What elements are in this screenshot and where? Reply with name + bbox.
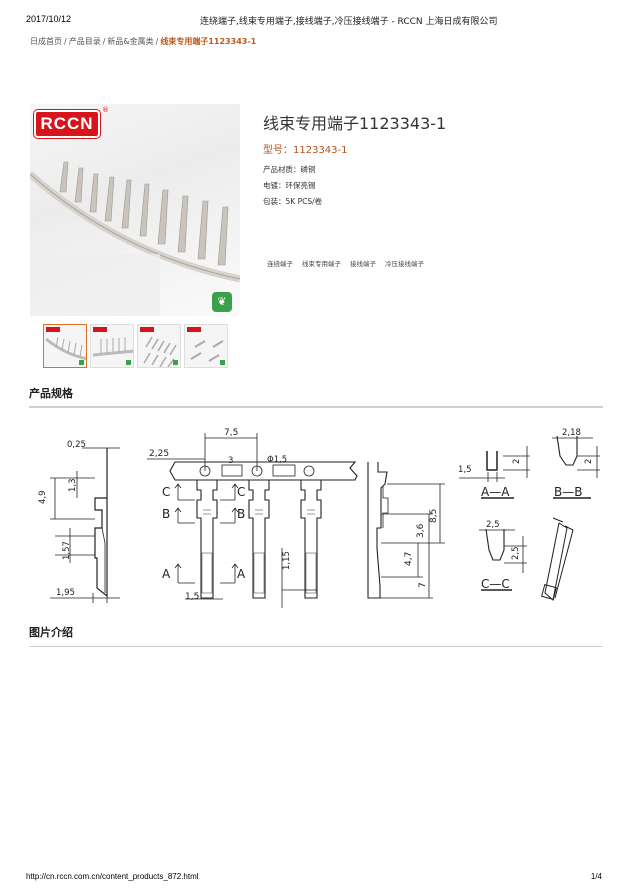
thumbnail-image (190, 340, 224, 362)
leaf-icon (79, 360, 84, 365)
technical-drawing: 0,25 4,9 1,3 1,57 1,95 (38, 428, 600, 608)
section-divider (29, 646, 603, 647)
attr-packaging: 包装：5K PCS/卷 (263, 196, 322, 207)
tag-link[interactable]: 冷压接线端子 (385, 260, 424, 268)
thumbnail-2[interactable] (90, 324, 134, 368)
side-view-right (367, 462, 445, 599)
thumbnail-image (92, 337, 133, 357)
breadcrumb: 日成首页/产品目录/新品&金属类/线束专用端子1123343-1 (30, 36, 256, 47)
rccn-logo (93, 327, 107, 332)
product-title: 线束专用端子1123343-1 (263, 114, 447, 133)
breadcrumb-separator: / (102, 37, 106, 46)
attr-label: 包装： (263, 197, 286, 206)
document-title: 连绕端子,线束专用端子,接线端子,冷压接线端子 - RCCN 上海日成有限公司 (200, 17, 498, 27)
thumbnail-image (143, 336, 177, 367)
page-number: 1/4 (590, 872, 602, 881)
svg-text:A: A (237, 567, 246, 581)
svg-text:4,7: 4,7 (404, 552, 414, 566)
breadcrumb-home[interactable]: 日成首页 (30, 37, 62, 46)
registered-mark: ® (102, 106, 109, 114)
svg-text:B—B: B—B (554, 485, 582, 499)
spec-section-title: 产品规格 (29, 387, 73, 400)
breadcrumb-separator: / (155, 37, 159, 46)
attr-label: 产品材质： (263, 165, 301, 174)
attr-label: 电镀： (263, 181, 286, 190)
tag-link[interactable]: 线束专用端子 (302, 260, 341, 268)
leaf-icon (126, 360, 131, 365)
main-product-image[interactable]: RCCN ® ❦ (30, 104, 240, 316)
leaf-icon (220, 360, 225, 365)
iso-terminal (541, 517, 574, 601)
svg-text:A—A: A—A (481, 485, 510, 499)
model-label: 型号： (263, 145, 293, 156)
svg-text:7,5: 7,5 (224, 428, 238, 438)
svg-text:1,5: 1,5 (185, 592, 199, 602)
section-divider (29, 406, 603, 408)
breadcrumb-current: 线束专用端子1123343-1 (160, 37, 257, 46)
thumbnail-image (45, 336, 86, 361)
svg-text:0,25: 0,25 (67, 440, 86, 450)
svg-text:2,18: 2,18 (562, 428, 581, 438)
section-aa (459, 446, 530, 499)
svg-text:C: C (237, 485, 245, 499)
attr-value: 环保亮锡 (285, 181, 316, 190)
thumbnail-3[interactable] (137, 324, 181, 368)
section-bb (552, 435, 600, 499)
product-model: 型号：1123343-1 (263, 141, 348, 156)
thumbnail-1[interactable] (43, 324, 87, 368)
svg-text:1,57: 1,57 (62, 541, 72, 560)
svg-text:1,3: 1,3 (68, 478, 78, 492)
model-value: 1123343-1 (293, 145, 348, 156)
section-cc (479, 528, 527, 591)
rccn-logo (140, 327, 154, 332)
svg-text:3: 3 (228, 456, 233, 466)
strip-front-view (147, 433, 358, 608)
svg-text:3,6: 3,6 (416, 523, 426, 538)
svg-text:A: A (162, 567, 171, 581)
svg-text:2,5: 2,5 (511, 546, 521, 560)
rccn-logo (46, 327, 60, 332)
thumbnail-strip (43, 324, 228, 368)
svg-text:2: 2 (584, 459, 594, 464)
attr-value: 磷铜 (300, 165, 316, 174)
svg-text:B: B (237, 507, 245, 521)
side-view-left (50, 447, 120, 603)
breadcrumb-separator: / (64, 37, 67, 46)
svg-text:2: 2 (512, 459, 522, 464)
svg-text:2,5: 2,5 (486, 520, 500, 530)
product-tags: 连绕端子 线束专用端子 接线端子 冷压接线端子 (267, 258, 424, 268)
svg-text:B: B (162, 507, 170, 521)
print-date: 2017/10/12 (26, 14, 72, 24)
attr-plating: 电镀：环保亮锡 (263, 180, 316, 191)
tag-link[interactable]: 接线端子 (350, 260, 376, 268)
svg-text:4,9: 4,9 (38, 490, 48, 504)
svg-text:C: C (162, 485, 170, 499)
svg-text:1,95: 1,95 (56, 588, 75, 598)
rccn-logo (187, 327, 201, 332)
svg-text:C—C: C—C (481, 577, 510, 591)
leaf-icon: ❦ (212, 292, 232, 312)
svg-text:1,5: 1,5 (458, 465, 472, 475)
tag-link[interactable]: 连绕端子 (267, 260, 293, 268)
attr-value: 5K PCS/卷 (285, 197, 323, 206)
svg-text:1,15: 1,15 (282, 551, 292, 570)
terminal-strip-illustration (30, 161, 240, 316)
intro-section-title: 图片介绍 (29, 626, 73, 639)
svg-text:8,5: 8,5 (429, 509, 439, 523)
breadcrumb-catalog[interactable]: 产品目录 (68, 37, 101, 46)
footer-url: http://cn.rccn.com.cn/content_products_8… (26, 872, 199, 881)
svg-text:Φ1,5: Φ1,5 (267, 455, 287, 465)
svg-text:7: 7 (418, 582, 428, 588)
rccn-logo: RCCN (34, 110, 100, 138)
attr-material: 产品材质：磷铜 (263, 164, 316, 175)
svg-text:2,25: 2,25 (149, 449, 169, 459)
thumbnail-4[interactable] (184, 324, 228, 368)
leaf-icon (173, 360, 178, 365)
breadcrumb-category[interactable]: 新品&金属类 (107, 37, 154, 46)
